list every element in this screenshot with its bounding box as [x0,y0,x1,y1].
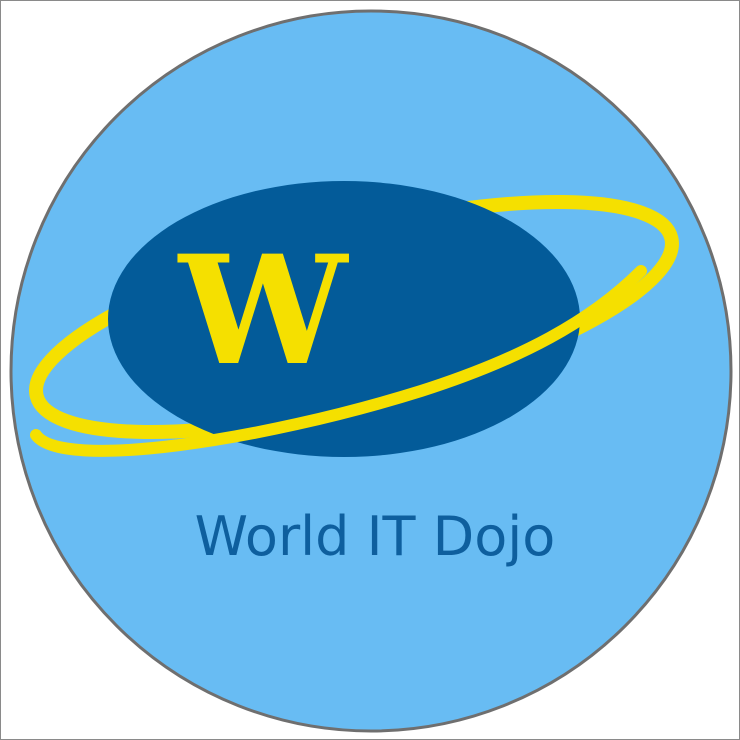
planet-oval [108,181,580,457]
orbit-ring-front [30,265,647,457]
emblem-letter-w: W [177,223,350,399]
brand-wordmark: World IT Dojo [195,505,556,568]
planet-ring-icon: W [29,181,679,457]
